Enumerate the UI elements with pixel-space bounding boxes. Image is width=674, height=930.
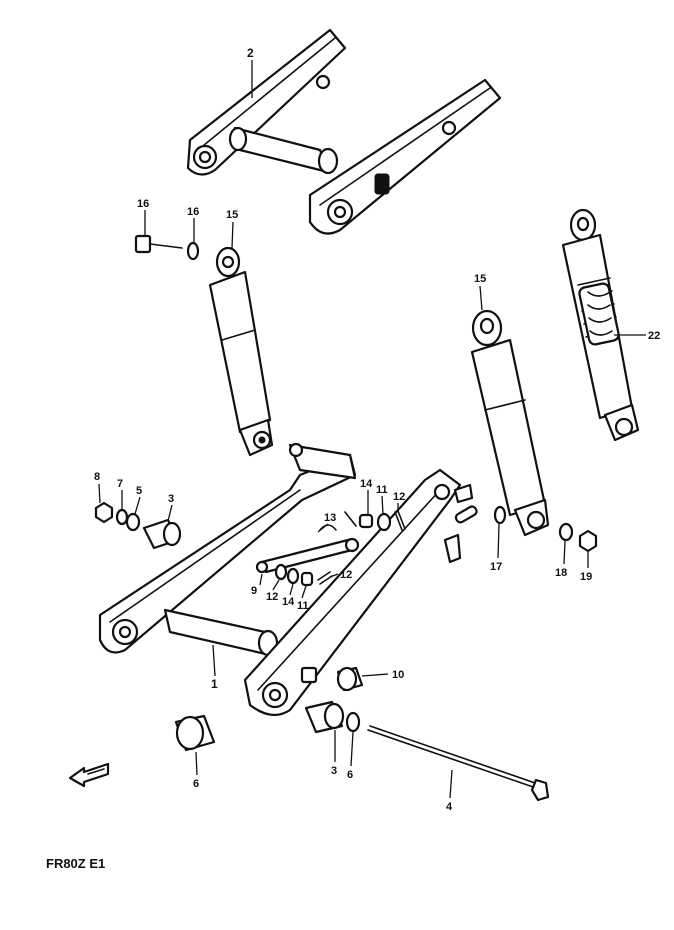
model-code: FR80Z E1 — [46, 856, 105, 871]
washer-18 — [186, 241, 200, 261]
rear-shock-absorber-with-spring — [561, 208, 640, 442]
nut-7 — [94, 501, 114, 524]
label-part-15-upper: 14 — [360, 478, 373, 490]
front-direction-arrow-icon — [68, 762, 110, 788]
collar-15-upper — [358, 513, 374, 529]
label-part-10: 9 — [251, 585, 257, 597]
cap-9 — [336, 666, 364, 692]
label-part-2: 2 — [247, 46, 254, 60]
label-part-20: 18 — [555, 567, 567, 579]
nut-21 — [578, 529, 598, 553]
part-labels: 2 16 16 15 15 22 8 7 5 3 14 11 12 13 9 1… — [94, 46, 660, 813]
label-part-1: 1 — [211, 677, 218, 691]
label-part-4: 4 — [446, 801, 453, 813]
label-part-17: 16 — [137, 198, 149, 210]
bushing-3-lower — [304, 700, 345, 734]
bushing-8 — [174, 714, 216, 752]
label-part-8: 6 — [193, 778, 199, 790]
label-part-18: 16 — [187, 206, 199, 218]
label-part-12-lower: 12 — [340, 569, 352, 581]
label-part-5-lower: 6 — [347, 769, 353, 781]
label-part-11-lower: 11 — [297, 600, 309, 612]
swing-arm — [98, 442, 478, 717]
label-part-12-upper: 12 — [393, 491, 405, 503]
washer-5-lower — [345, 711, 361, 733]
pivot-bolt-4 — [367, 725, 550, 802]
leader-lines — [98, 60, 646, 799]
rear-shock-absorber-left — [208, 246, 274, 457]
label-part-19: 17 — [490, 561, 502, 573]
washer-5-upper — [125, 512, 141, 532]
washer-11-lower — [300, 571, 314, 587]
label-part-16-left: 15 — [226, 209, 238, 221]
label-part-13: 13 — [324, 512, 336, 524]
label-part-14: 12 — [266, 591, 278, 603]
label-part-22: 22 — [648, 330, 660, 342]
bolt-17 — [134, 234, 183, 254]
label-part-5-upper: 5 — [136, 485, 142, 497]
washer-20 — [558, 522, 574, 542]
washer-11-upper — [376, 512, 392, 532]
label-part-6: 7 — [117, 478, 123, 490]
label-part-3-lower: 3 — [331, 765, 337, 777]
label-part-16-right: 15 — [474, 273, 486, 285]
label-part-7: 8 — [94, 471, 100, 483]
label-part-11-upper: 11 — [376, 484, 388, 496]
label-part-21: 19 — [580, 571, 592, 583]
rear-shock-absorber-right — [470, 309, 550, 537]
label-part-9: 10 — [392, 669, 404, 681]
label-part-3-upper: 3 — [168, 493, 174, 505]
collar-15-lower — [286, 567, 300, 585]
bushing-3-upper — [142, 518, 182, 550]
washer-14 — [274, 563, 288, 581]
washer-6 — [115, 508, 129, 526]
label-part-15-lower: 14 — [282, 596, 295, 608]
frame-rear-section — [186, 28, 502, 235]
cotter-pin-12-lower — [317, 571, 333, 585]
cotter-pin-12-upper — [394, 510, 406, 531]
washer-19 — [493, 505, 507, 525]
